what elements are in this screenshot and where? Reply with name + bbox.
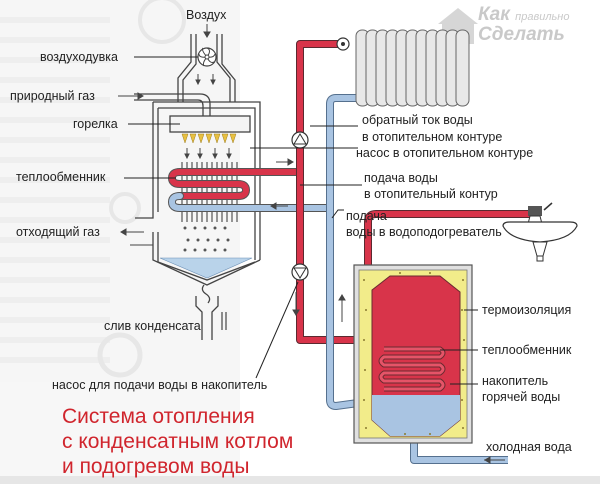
bottom-border [0,476,600,484]
storage-tank [353,264,473,444]
blower-fan-icon [197,47,217,67]
label-condensate-drain: слив конденсата [104,319,201,333]
label-storage-pump: насос для подачи воды в накопитель [52,378,268,392]
label-burner: горелка [73,117,118,131]
logo-word-sdelat: Сделать [478,24,565,45]
label-storage: накопитель [482,374,549,388]
label-blower: воздуходувка [40,50,118,64]
label-flue-gas: отходящий газ [16,225,100,239]
condensate-drops [183,226,230,252]
label-supply-heater: подача [346,209,387,223]
label-heating-pump: насос в отопительном контуре [356,146,534,160]
flue-gas-arrow [120,228,153,246]
label-supply-heating-2: в отопительный контур [364,187,498,201]
label-heat-exchanger-boiler: теплообменник [16,170,106,184]
watermark-logo: Как правильно Сделать [478,4,570,45]
condensate-pool [159,257,253,279]
label-natural-gas: природный газ [10,89,95,103]
radiator-coil [355,29,470,107]
heat-flow-arrows [184,148,232,160]
cold-pipes [326,94,508,464]
label-return-flow-2: в отопительном контуре [362,130,503,144]
label-storage-2: горячей воды [482,390,561,404]
title-line-1: Система отопления [62,405,255,428]
label-cold-water: холодная вода [486,440,572,454]
label-supply-heating: подача воды [364,171,438,185]
hot-pipes [296,40,530,344]
title-line-3: и подогревом воды [62,455,250,478]
logo-word-pravilno: правильно [515,11,570,23]
title-line-2: с конденсатным котлом [62,430,294,453]
boiler-heat-exchanger-coil [167,168,332,212]
burner-flames-icon [181,133,237,144]
radiator-valve-icon [336,37,350,51]
logo-word-kak: Как [478,4,510,25]
diagram-title: Система отопления с конденсатным котлом … [62,404,293,479]
label-heat-exchanger-tank: теплообменник [482,343,572,357]
insulation-dots [363,272,465,435]
label-supply-heater-2: воды в водоподогреватель [346,225,502,239]
air-flow-arrows [118,24,216,100]
leader-lines [124,56,478,385]
flow-direction-arrows [270,158,505,464]
label-air: Воздух [186,8,227,22]
heating-pump-icon [291,131,309,149]
storage-pump-icon [291,263,309,281]
label-return-flow: обратный ток воды [362,113,473,127]
sink-faucet-icon [502,202,578,262]
tank-heat-exchanger-coil [378,346,446,392]
label-insulation: термоизоляция [482,303,572,317]
